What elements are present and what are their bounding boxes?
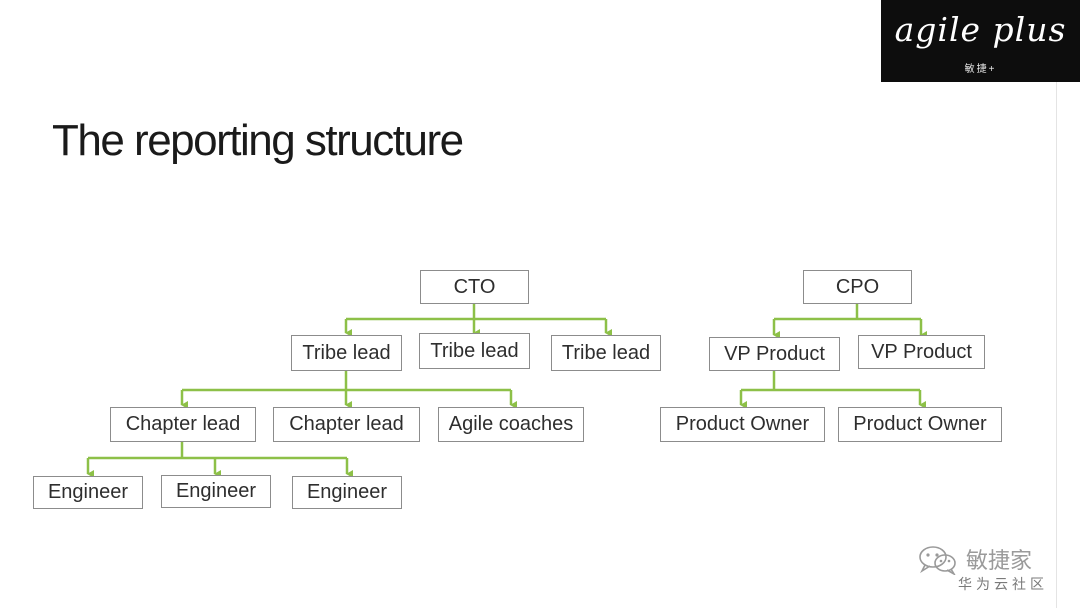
node-vp-product-1: VP Product bbox=[709, 337, 840, 371]
wechat-icon bbox=[919, 546, 956, 575]
node-vp-product-2: VP Product bbox=[858, 335, 985, 369]
logo-subtitle: 敏捷+ bbox=[964, 64, 997, 75]
node-engineer-3: Engineer bbox=[292, 476, 402, 509]
node-cpo: CPO bbox=[803, 270, 912, 304]
watermark-brand: 敏捷家 bbox=[966, 548, 1033, 573]
slide-title: The reporting structure bbox=[52, 116, 464, 165]
watermark-source: 华为云社区 bbox=[958, 576, 1048, 592]
node-tribe-lead-1: Tribe lead bbox=[291, 335, 402, 371]
node-tribe-lead-2: Tribe lead bbox=[419, 333, 530, 369]
node-product-owner-2: Product Owner bbox=[838, 407, 1002, 442]
node-engineer-2: Engineer bbox=[161, 475, 271, 508]
agile-plus-logo: agile plus 敏捷+ bbox=[881, 0, 1080, 82]
wechat-watermark: 敏捷家 华为云社区 bbox=[918, 543, 1068, 599]
node-agile-coaches: Agile coaches bbox=[438, 407, 584, 442]
node-chapter-lead-1: Chapter lead bbox=[110, 407, 256, 442]
node-engineer-1: Engineer bbox=[33, 476, 143, 509]
node-tribe-lead-3: Tribe lead bbox=[551, 335, 661, 371]
logo-wordmark: agile plus bbox=[894, 10, 1067, 49]
node-chapter-lead-2: Chapter lead bbox=[273, 407, 420, 442]
node-product-owner-1: Product Owner bbox=[660, 407, 825, 442]
node-cto: CTO bbox=[420, 270, 529, 304]
slide-edge-line bbox=[1056, 82, 1057, 608]
